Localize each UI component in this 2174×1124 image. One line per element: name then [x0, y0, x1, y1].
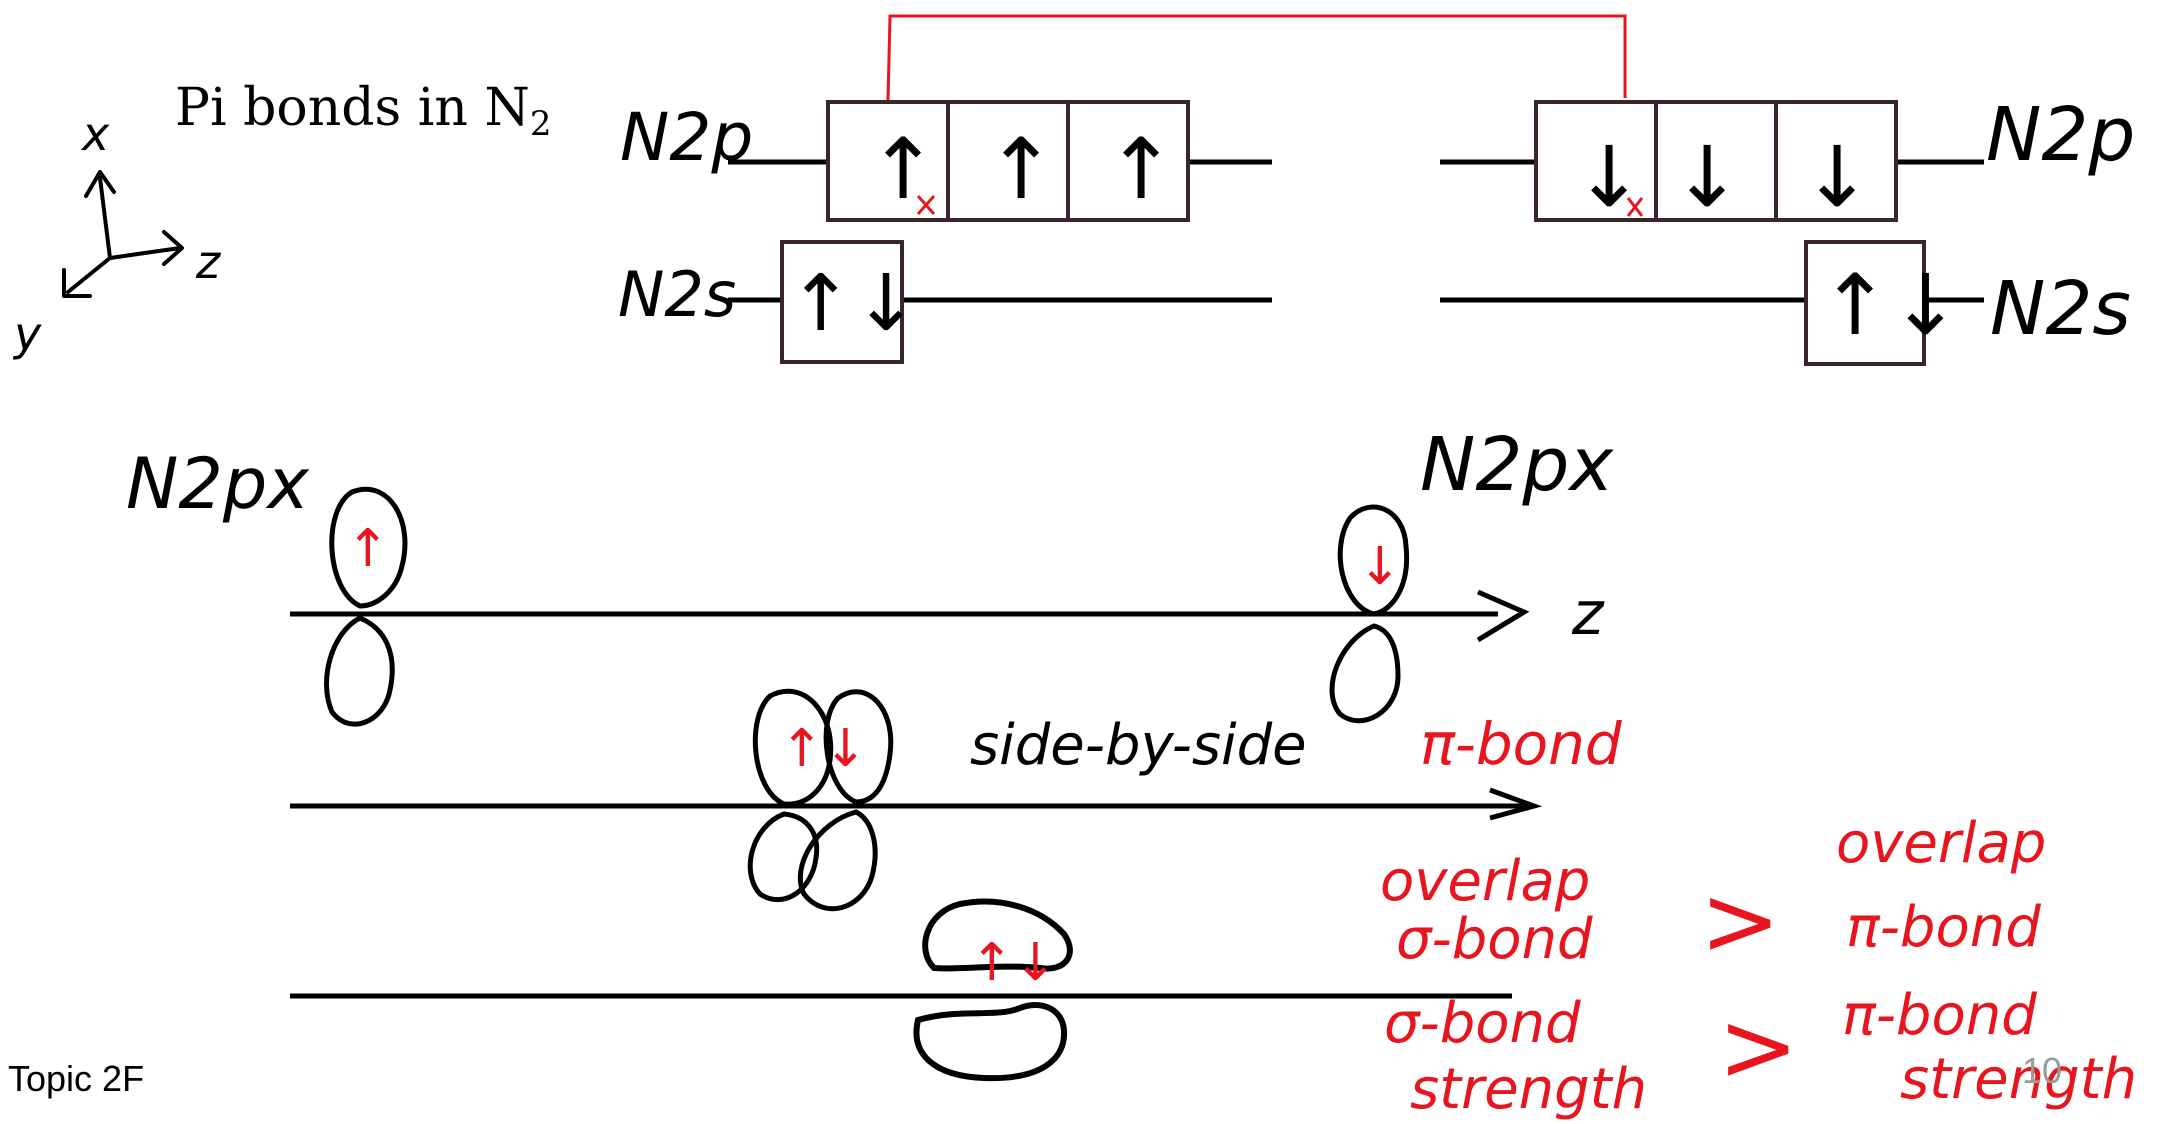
left-energy-diagram: N2p ↑ ↑ ↑ N2s ↑↓	[618, 99, 1272, 364]
left-p-orbital-bottom-lobe	[324, 615, 395, 727]
comparison-notes: overlap σ-bond > overlap π-bond σ-bond s…	[1380, 811, 2137, 1122]
z-axis-arrow	[108, 230, 184, 266]
x-axis-arrow	[84, 170, 116, 260]
left-2s-electrons: ↑↓	[788, 259, 919, 349]
left-2p-electron-2: ↑	[986, 120, 1056, 218]
z-axis-label: z	[195, 235, 221, 289]
title-subscript: 2	[529, 104, 552, 144]
left-2s-box	[780, 240, 904, 364]
axes-sketch	[62, 170, 184, 298]
left-2p-box-3	[1066, 100, 1190, 222]
right-p-orbital-bottom-lobe	[1329, 623, 1401, 724]
right-2p-box-3	[1774, 100, 1898, 222]
left-2s-label: N2s	[618, 258, 736, 331]
compare-left-top-line-1: overlap	[1380, 849, 1590, 914]
footer-topic: Topic 2F	[8, 1058, 145, 1099]
y-axis-label: y	[12, 307, 42, 361]
left-2p-electron-1: ↑	[868, 120, 938, 218]
y-axis-arrow	[62, 256, 112, 298]
compare-left-bottom-line-2: strength	[1410, 1057, 1647, 1122]
overlap-orbital-2-top-lobe	[823, 689, 894, 805]
compare-left-top-line-2: σ-bond	[1396, 907, 1593, 972]
title-main: Pi bonds in N	[175, 78, 530, 138]
pi-bond-bottom-lobe	[913, 1002, 1068, 1082]
z-axis-orbital-label: z	[1571, 579, 1605, 649]
slide-title: Pi bonds in N2	[175, 78, 552, 144]
pi-bond-label: π-bond	[1420, 710, 1623, 778]
side-by-side-label: side-by-side	[970, 713, 1307, 778]
overlap-electrons: ↑↓	[780, 719, 867, 779]
right-p-orbital-top-lobe	[1337, 504, 1410, 617]
left-orbital-label: N2px	[126, 443, 309, 525]
right-2p-electron-3: ↓	[1802, 128, 1872, 226]
overlap-orbital-1-bottom-lobe	[747, 811, 820, 902]
left-p-orbital	[324, 486, 408, 727]
compare-right-bottom-line-2: strength	[1900, 1047, 2137, 1112]
right-energy-diagram: ↓ ↓ ↓ N2p ↑↓ N2s	[1440, 92, 2135, 366]
right-2p-electron-1: ↓	[1574, 128, 1644, 226]
left-orbital-electron: ↑	[346, 519, 390, 579]
right-2s-electrons: ↑↓	[1820, 256, 1961, 354]
compare-right-bottom-line-1: π-bond	[1842, 983, 2037, 1048]
compare-top-comparator: >	[1700, 865, 1780, 977]
compare-left-bottom-line-1: σ-bond	[1384, 991, 1581, 1056]
right-2p-label: N2p	[1986, 92, 2135, 178]
pi-bond-top-lobe	[922, 898, 1073, 972]
compare-bottom-comparator: >	[1718, 991, 1798, 1103]
z-axis-arrowhead-2	[1489, 787, 1543, 821]
right-2s-label: N2s	[1990, 266, 2131, 352]
pi-bond-orbital	[913, 898, 1073, 1082]
left-2p-electron-3: ↑	[1106, 120, 1176, 218]
compare-right-top-line-2: π-bond	[1846, 895, 2041, 960]
right-p-orbital	[1329, 504, 1410, 724]
overlap-orbital-2-bottom-lobe	[797, 809, 878, 912]
pi-bond-electrons: ↑↓	[970, 933, 1057, 993]
overlapping-p-orbitals	[747, 688, 894, 912]
left-p-orbital-top-lobe	[329, 486, 408, 609]
right-2s-box	[1804, 240, 1926, 366]
paired-cross-mark-right	[1626, 197, 1644, 217]
compare-right-top-line-1: overlap	[1836, 811, 2046, 876]
right-orbital-electron: ↓	[1358, 537, 1402, 597]
x-axis-label: x	[80, 107, 110, 161]
paired-cross-mark-left	[916, 195, 936, 215]
page-number: 10	[2022, 1050, 2063, 1091]
z-axis-arrowhead-1	[1476, 589, 1530, 643]
overlap-orbital-1-top-lobe	[752, 688, 834, 807]
pairing-bracket	[886, 14, 1627, 101]
right-orbital-label: N2px	[1420, 422, 1614, 508]
right-2p-electron-2: ↓	[1672, 128, 1742, 226]
